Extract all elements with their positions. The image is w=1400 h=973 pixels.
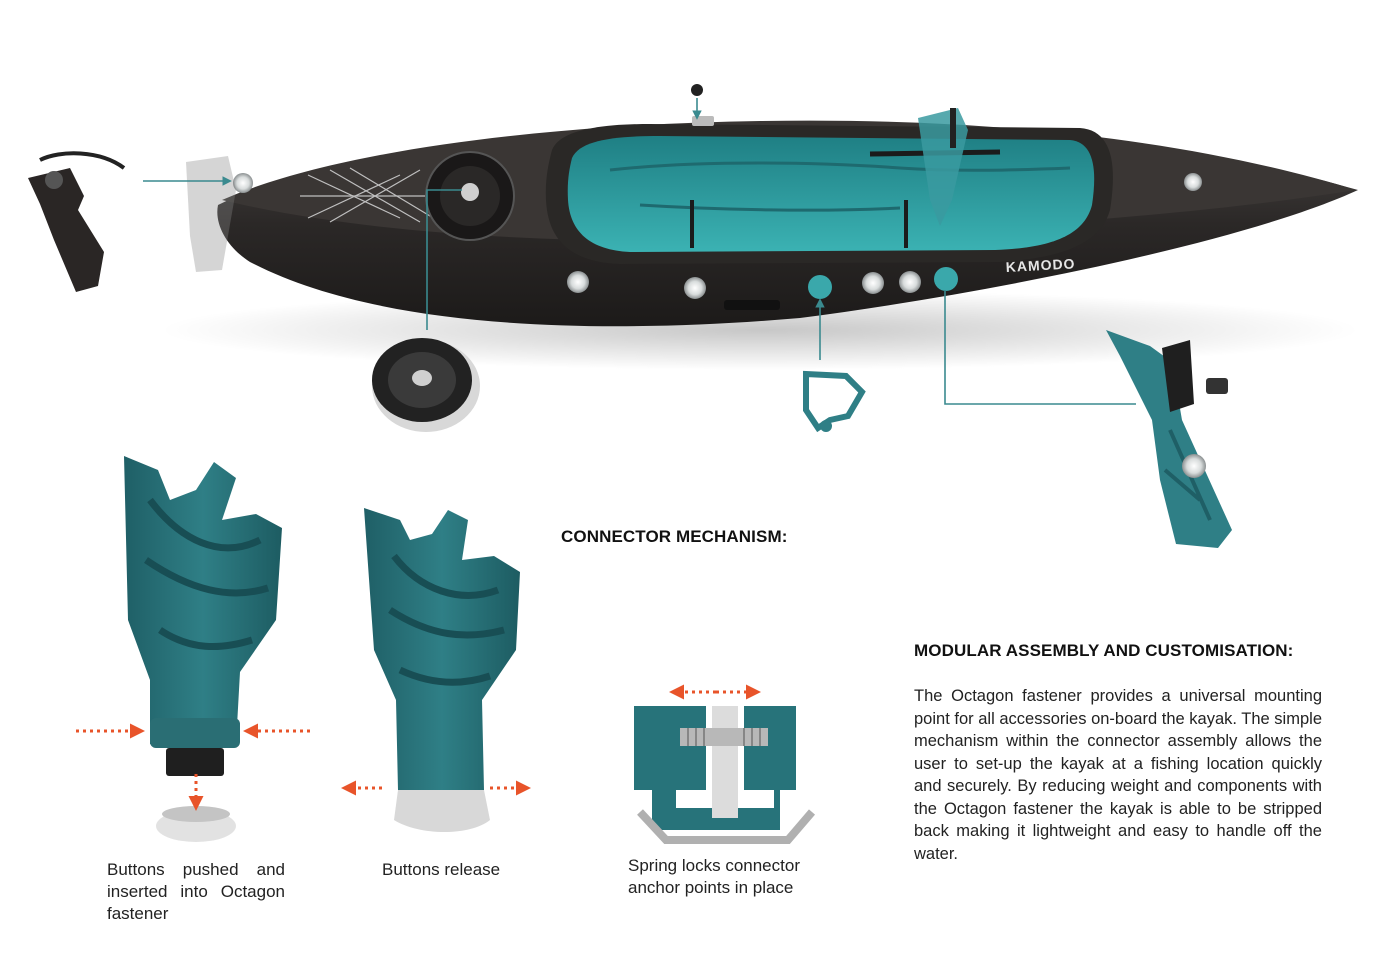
connector-pushed — [124, 456, 282, 842]
bow-accessory-bracket — [28, 151, 126, 292]
connector-release — [364, 508, 520, 832]
reel-accessory — [372, 338, 480, 432]
fish-finder-mount — [1106, 330, 1232, 548]
caption-buttons-release: Buttons release — [382, 860, 501, 879]
brand-logo: KAMODO — [1005, 255, 1076, 275]
description-paragraph: The Octagon fastener provides a universa… — [914, 687, 1322, 863]
ghost-bracket — [186, 156, 236, 272]
mechanism-cross-section — [634, 706, 816, 844]
force-arrows — [76, 684, 761, 811]
rod-holder-accessory — [803, 370, 866, 433]
modular-assembly-heading: MODULAR ASSEMBLY AND CUSTOMISATION: — [914, 641, 1294, 660]
caption-spring-locks: Spring locks connector anchor points in … — [628, 856, 800, 897]
connector-mechanism-heading: CONNECTOR MECHANISM: — [561, 527, 788, 546]
leader-lines — [143, 98, 1136, 405]
caption-buttons-pushed: Buttons pushed and inserted into Octagon… — [107, 860, 285, 923]
kayak — [160, 84, 1360, 370]
